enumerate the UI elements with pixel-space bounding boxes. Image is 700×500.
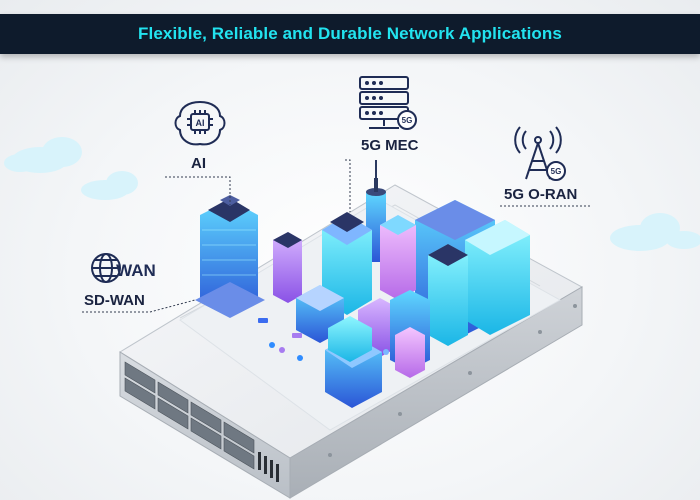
building-purple-cluster <box>358 290 430 378</box>
cell-tower-5g-icon: 5G <box>514 126 566 181</box>
leader-lines <box>82 159 590 313</box>
globe-wan-icon: WAN <box>91 253 156 283</box>
header-banner: Flexible, Reliable and Durable Network A… <box>0 14 700 54</box>
oran-5g-text: 5G <box>551 167 562 176</box>
cloud-right-icon <box>610 213 700 251</box>
street-details <box>258 318 389 361</box>
building-skyscraper <box>195 195 265 318</box>
building-front-block <box>325 316 382 408</box>
label-5g-oran: 5G O-RAN <box>504 186 578 203</box>
ai-chip-text: AI <box>196 118 205 128</box>
label-ai: AI <box>191 155 206 172</box>
building-pink <box>380 215 416 300</box>
cloud-left-icon <box>4 137 138 200</box>
ai-brain-chip-icon: AI <box>174 100 226 146</box>
wan-text: WAN <box>116 261 156 280</box>
mec-5g-text: 5G <box>402 116 413 125</box>
city-buildings <box>195 160 530 408</box>
label-sd-wan: SD-WAN <box>84 292 145 309</box>
building-center <box>322 212 372 315</box>
label-5g-mec: 5G MEC <box>361 137 419 154</box>
building-purple <box>273 232 302 303</box>
building-right-tall <box>428 244 468 346</box>
banner-title: Flexible, Reliable and Durable Network A… <box>138 24 562 43</box>
server-rack-5g-icon: 5G <box>359 76 417 130</box>
